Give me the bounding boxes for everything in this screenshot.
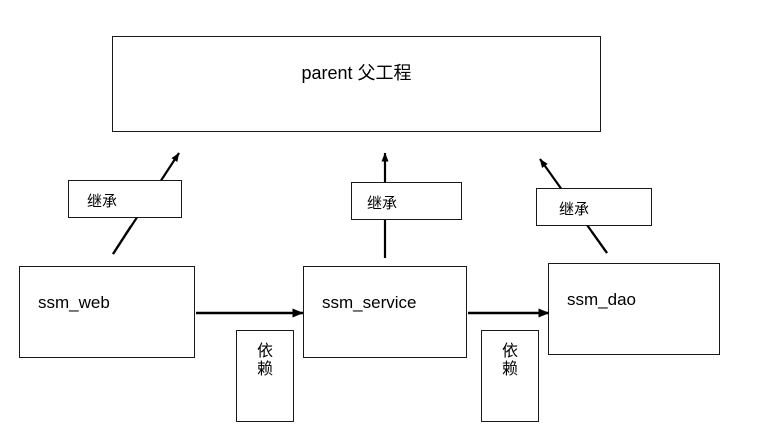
module-label-ssm-service: ssm_service xyxy=(322,293,417,312)
inheritance-label-box-dao[interactable]: 继承 xyxy=(536,188,652,226)
module-label-ssm-dao: ssm_dao xyxy=(567,290,636,309)
inheritance-label-text-web: 继承 xyxy=(87,193,118,210)
module-box-ssm-web[interactable]: ssm_web xyxy=(19,266,195,358)
dependency-char-1: 依 xyxy=(501,343,518,360)
dependency-label-text-web-service: 依 赖 xyxy=(237,343,293,379)
module-box-ssm-dao[interactable]: ssm_dao xyxy=(548,263,720,355)
inheritance-tail-web xyxy=(112,225,132,255)
dependency-char-2: 赖 xyxy=(256,360,273,378)
dependency-label-box-web-service[interactable]: 依 赖 xyxy=(236,330,294,422)
inheritance-tail-dao xyxy=(591,231,608,254)
dependency-label-box-service-dao[interactable]: 依 赖 xyxy=(481,330,539,422)
parent-project-box[interactable]: parent 父工程 xyxy=(112,36,601,132)
module-label-ssm-web: ssm_web xyxy=(38,293,110,312)
inheritance-label-text-service: 继承 xyxy=(367,195,398,212)
parent-project-label: parent 父工程 xyxy=(301,63,412,83)
dependency-char-1: 依 xyxy=(256,343,273,360)
dependency-char-2: 赖 xyxy=(501,360,518,378)
dependency-label-text-service-dao: 依 赖 xyxy=(482,343,538,379)
inheritance-label-text-dao: 继承 xyxy=(559,201,590,218)
module-box-ssm-service[interactable]: ssm_service xyxy=(303,266,467,358)
inheritance-label-box-web[interactable]: 继承 xyxy=(68,180,182,218)
inheritance-label-box-service[interactable]: 继承 xyxy=(351,182,462,220)
